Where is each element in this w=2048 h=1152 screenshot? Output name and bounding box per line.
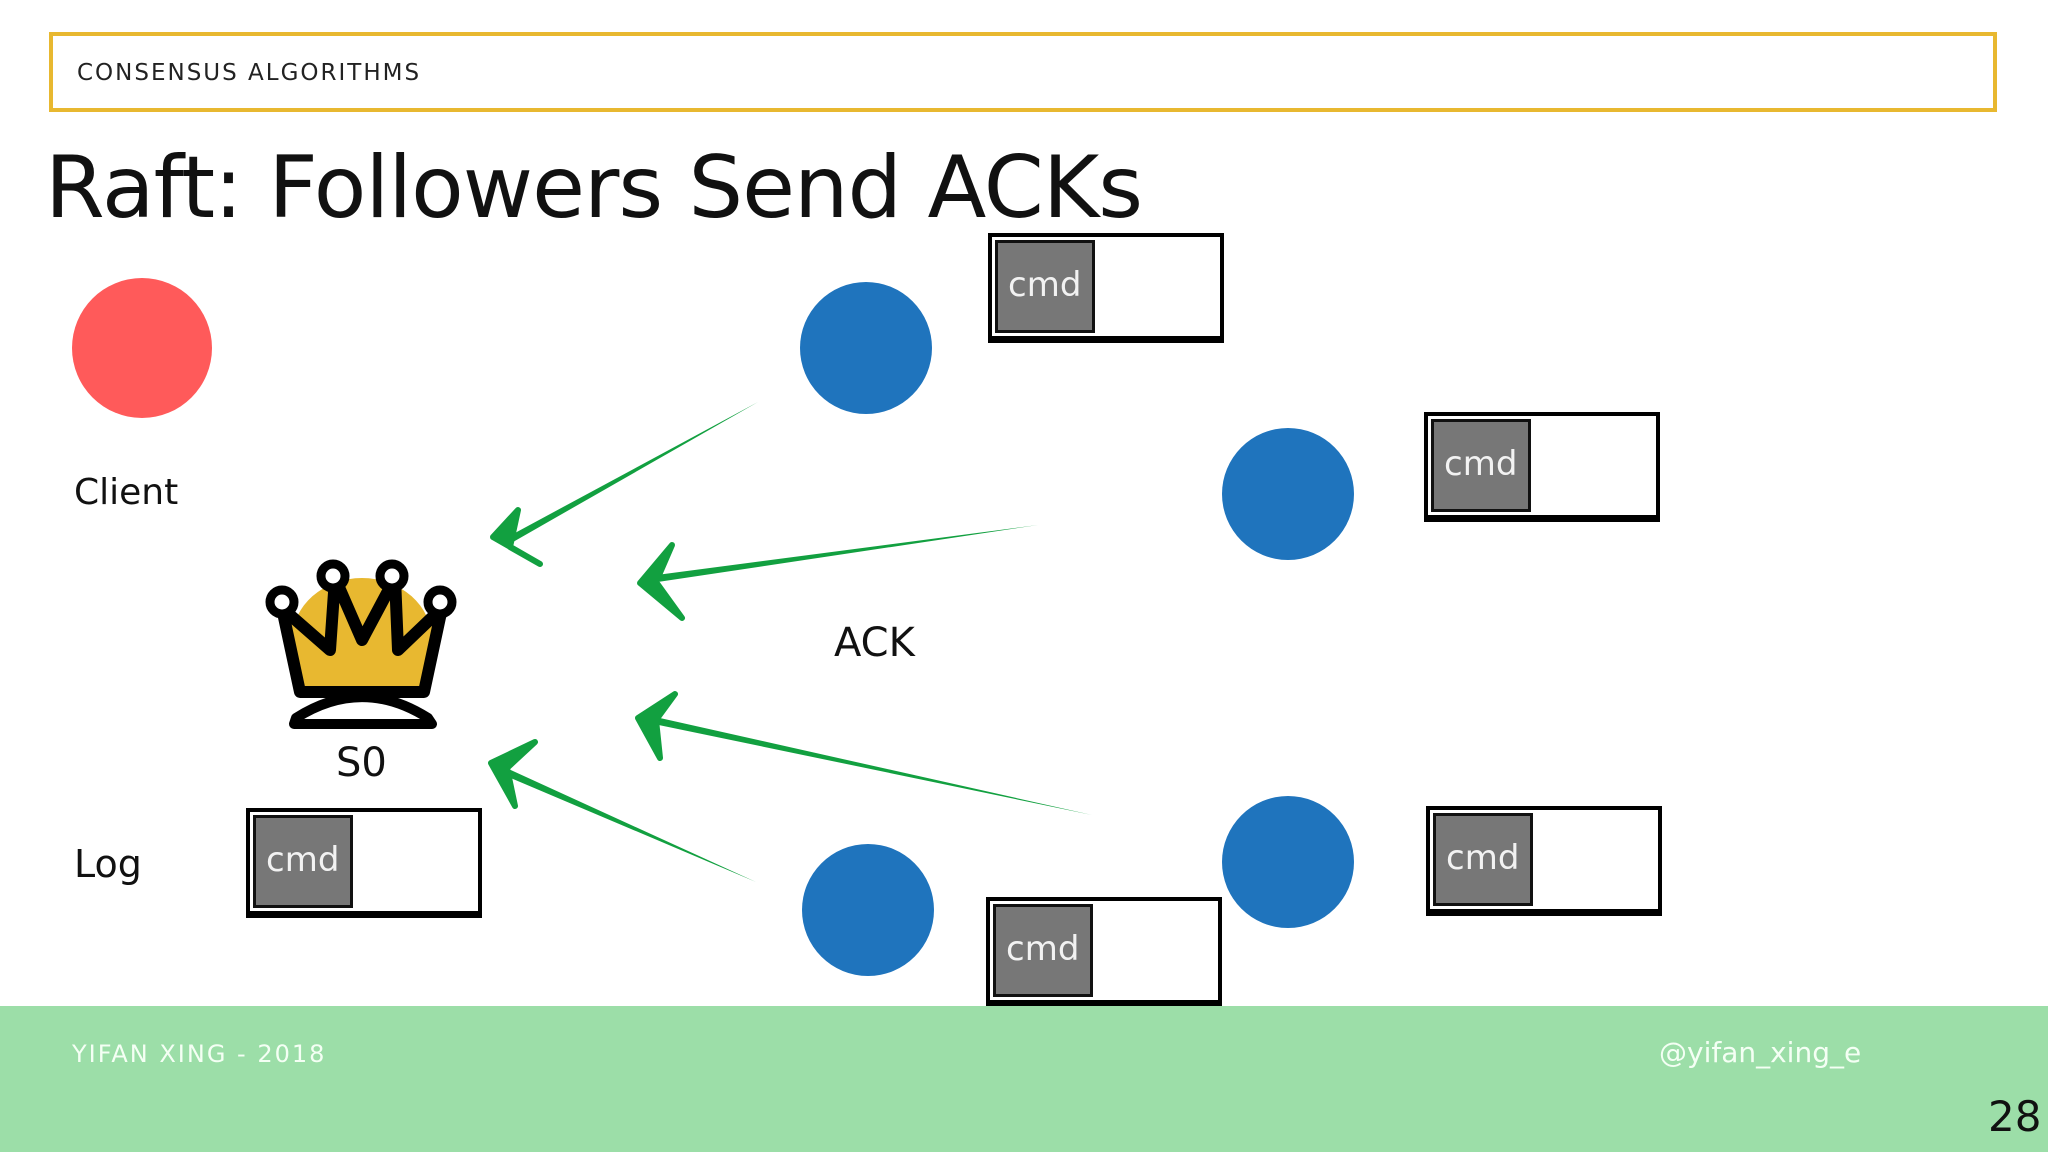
follower-node-2 <box>1222 428 1354 560</box>
ack-label: ACK <box>834 620 915 666</box>
crown-icon <box>265 559 457 729</box>
log-entry: cmd <box>993 904 1093 997</box>
log-entry-text: cmd <box>1008 265 1082 305</box>
log-entry-text: cmd <box>1446 838 1520 878</box>
log-entry-text: cmd <box>1006 929 1080 969</box>
page-number: 28 <box>1988 1092 2042 1141</box>
follower-log-1: cmd <box>988 233 1224 343</box>
log-entry: cmd <box>995 240 1095 333</box>
ack-arrow-1 <box>490 402 758 567</box>
follower-node-1 <box>800 282 932 414</box>
client-node <box>72 278 212 418</box>
ack-arrow-2 <box>637 525 1038 621</box>
section-header: CONSENSUS ALGORITHMS <box>49 32 1997 112</box>
slide-title: Raft: Followers Send ACKs <box>45 138 1143 238</box>
leader-label: S0 <box>336 740 387 786</box>
log-entry: cmd <box>253 815 353 908</box>
ack-arrow-3 <box>635 691 1092 815</box>
slide-footer: YIFAN XING - 2018 @yifan_xing_e <box>0 1006 2048 1152</box>
log-entry: cmd <box>1431 419 1531 512</box>
ack-arrow-4 <box>488 739 756 882</box>
follower-log-3: cmd <box>1426 806 1662 916</box>
log-entry-text: cmd <box>266 840 340 880</box>
footer-author: YIFAN XING - 2018 <box>72 1040 327 1068</box>
follower-log-2: cmd <box>1424 412 1660 522</box>
log-entry: cmd <box>1433 813 1533 906</box>
follower-node-4 <box>802 844 934 976</box>
follower-node-3 <box>1222 796 1354 928</box>
client-label: Client <box>74 472 179 513</box>
footer-handle: @yifan_xing_e <box>1659 1036 1862 1069</box>
follower-log-4: cmd <box>986 897 1222 1007</box>
section-label: CONSENSUS ALGORITHMS <box>77 60 422 86</box>
log-label: Log <box>74 842 142 886</box>
leader-log: cmd <box>246 808 482 918</box>
log-entry-text: cmd <box>1444 444 1518 484</box>
